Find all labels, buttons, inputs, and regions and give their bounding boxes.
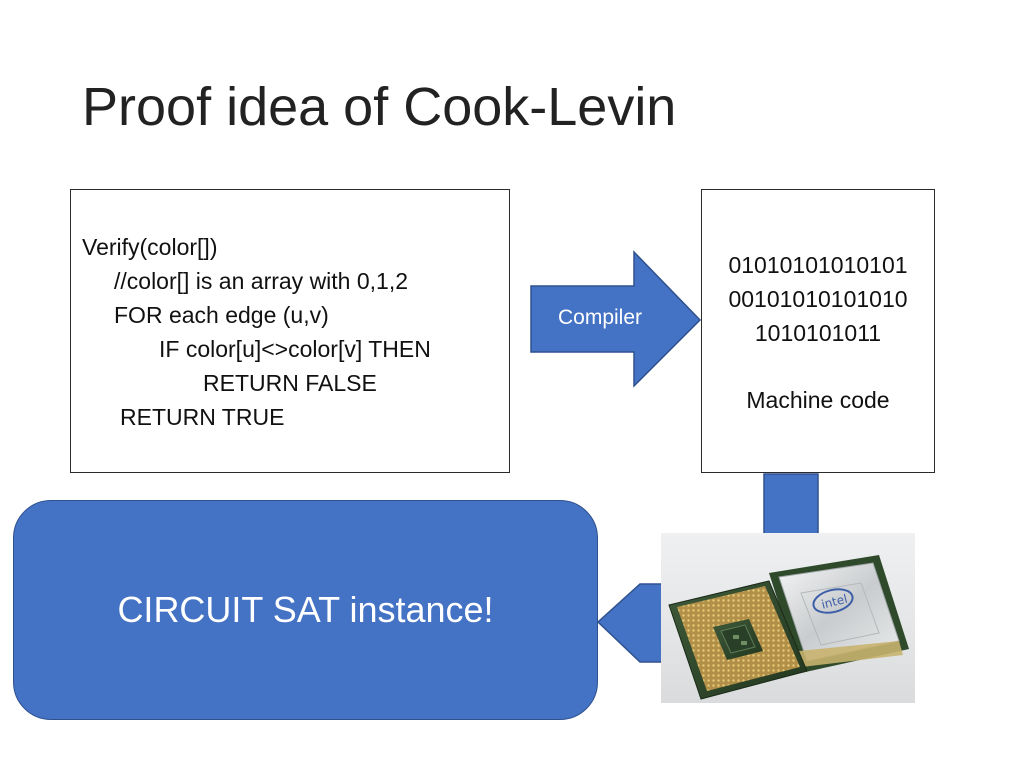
code-line-return-false: RETURN FALSE: [203, 370, 377, 396]
cpu-illustration: intel: [668, 555, 909, 700]
machine-code-line-2: 00101010101010: [728, 286, 908, 312]
machine-code-line-3: 1010101011: [754, 320, 882, 346]
code-line-if: IF color[u]<>color[v] THEN: [159, 336, 431, 362]
compiler-label: Compiler: [557, 306, 643, 329]
circuit-sat-box: CIRCUIT SAT instance!: [13, 500, 598, 720]
machine-code-box: 01010101010101 00101010101010 1010101011…: [701, 189, 935, 473]
code-line-for: FOR each edge (u,v): [114, 302, 329, 328]
cpu-to-circuit-arrow: [596, 583, 663, 663]
compiler-arrow: [530, 250, 702, 388]
code-line-signature: Verify(color[]): [82, 234, 218, 260]
circuit-sat-label: CIRCUIT SAT instance!: [117, 589, 494, 630]
slide-title: Proof idea of Cook-Levin: [82, 77, 677, 137]
code-line-return-true: RETURN TRUE: [120, 404, 285, 430]
machine-to-cpu-connector: [763, 473, 819, 535]
chip-brand-text: intel: [820, 592, 849, 612]
code-box: Verify(color[]) //color[] is an array wi…: [70, 189, 510, 473]
front-cpu-chip: [668, 580, 808, 700]
machine-code-label: Machine code: [746, 387, 890, 413]
machine-code-line-1: 01010101010101: [728, 252, 908, 278]
cpu-photo: intel: [661, 533, 915, 703]
code-line-comment: //color[] is an array with 0,1,2: [114, 268, 409, 294]
